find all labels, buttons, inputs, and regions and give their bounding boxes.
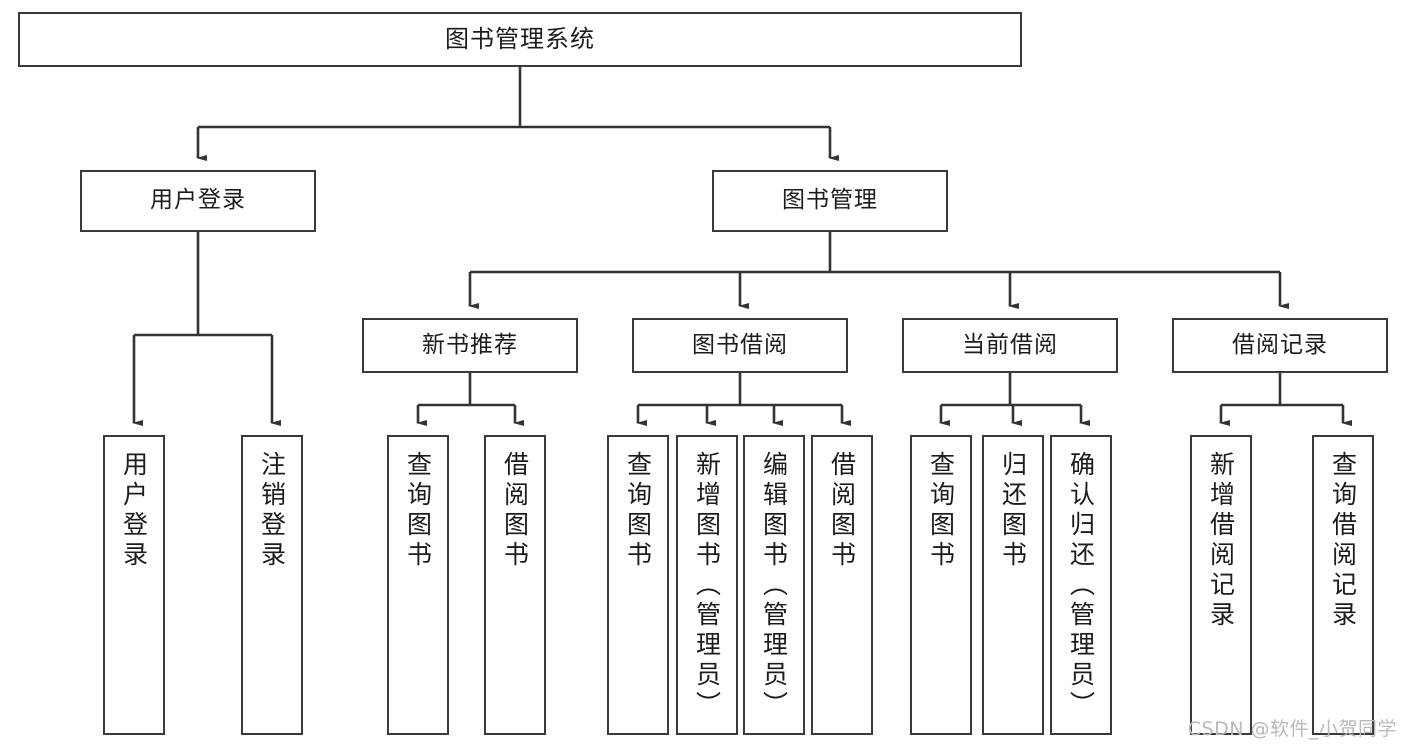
node-label: 查询图书	[623, 451, 653, 571]
node-label: 编辑图书（管理员）	[759, 451, 789, 721]
node-label: 新增图书（管理员）	[692, 451, 722, 721]
node-book-borrowing[interactable]: 图书借阅	[632, 318, 848, 373]
node-label: 图书管理	[782, 187, 878, 214]
node-label: 注销登录	[257, 451, 287, 571]
node-label: 借阅图书	[827, 451, 857, 571]
node-label: 用户登录	[119, 451, 149, 571]
leaf-add-borrow-record[interactable]: 新增借阅记录	[1190, 435, 1252, 735]
node-label: 新书推荐	[422, 331, 518, 358]
node-label: 查询图书	[403, 451, 433, 571]
node-borrowing-record[interactable]: 借阅记录	[1172, 318, 1388, 373]
leaf-return-book[interactable]: 归还图书	[982, 435, 1044, 735]
leaf-query-book-nbr[interactable]: 查询图书	[387, 435, 449, 735]
leaf-borrow-book-bb[interactable]: 借阅图书	[811, 435, 873, 735]
leaf-user-login[interactable]: 用户登录	[103, 435, 165, 735]
node-label: 借阅记录	[1232, 331, 1328, 358]
node-label: 图书借阅	[692, 331, 788, 358]
node-label: 用户登录	[150, 187, 246, 214]
leaf-confirm-return-admin[interactable]: 确认归还（管理员）	[1050, 435, 1112, 735]
node-label: 当前借阅	[962, 331, 1058, 358]
node-current-borrowing[interactable]: 当前借阅	[902, 318, 1118, 373]
node-root-system[interactable]: 图书管理系统	[18, 12, 1022, 67]
leaf-borrow-book-nbr[interactable]: 借阅图书	[484, 435, 546, 735]
node-user-login[interactable]: 用户登录	[80, 170, 316, 232]
node-label: 借阅图书	[500, 451, 530, 571]
node-label: 查询借阅记录	[1328, 451, 1358, 631]
node-label: 归还图书	[998, 451, 1028, 571]
leaf-query-borrow-record[interactable]: 查询借阅记录	[1312, 435, 1374, 735]
leaf-query-book-cb[interactable]: 查询图书	[910, 435, 972, 735]
node-label: 新增借阅记录	[1206, 451, 1236, 631]
leaf-query-book-bb[interactable]: 查询图书	[607, 435, 669, 735]
csdn-watermark: CSDN @软件_小贺同学	[1187, 718, 1397, 740]
leaf-edit-book-admin[interactable]: 编辑图书（管理员）	[743, 435, 805, 735]
node-label: 图书管理系统	[445, 25, 595, 54]
node-label: 确认归还（管理员）	[1066, 451, 1096, 721]
leaf-add-book-admin[interactable]: 新增图书（管理员）	[676, 435, 738, 735]
node-new-book-recommendation[interactable]: 新书推荐	[362, 318, 578, 373]
leaf-logout[interactable]: 注销登录	[241, 435, 303, 735]
node-book-management[interactable]: 图书管理	[712, 170, 948, 232]
node-label: 查询图书	[926, 451, 956, 571]
